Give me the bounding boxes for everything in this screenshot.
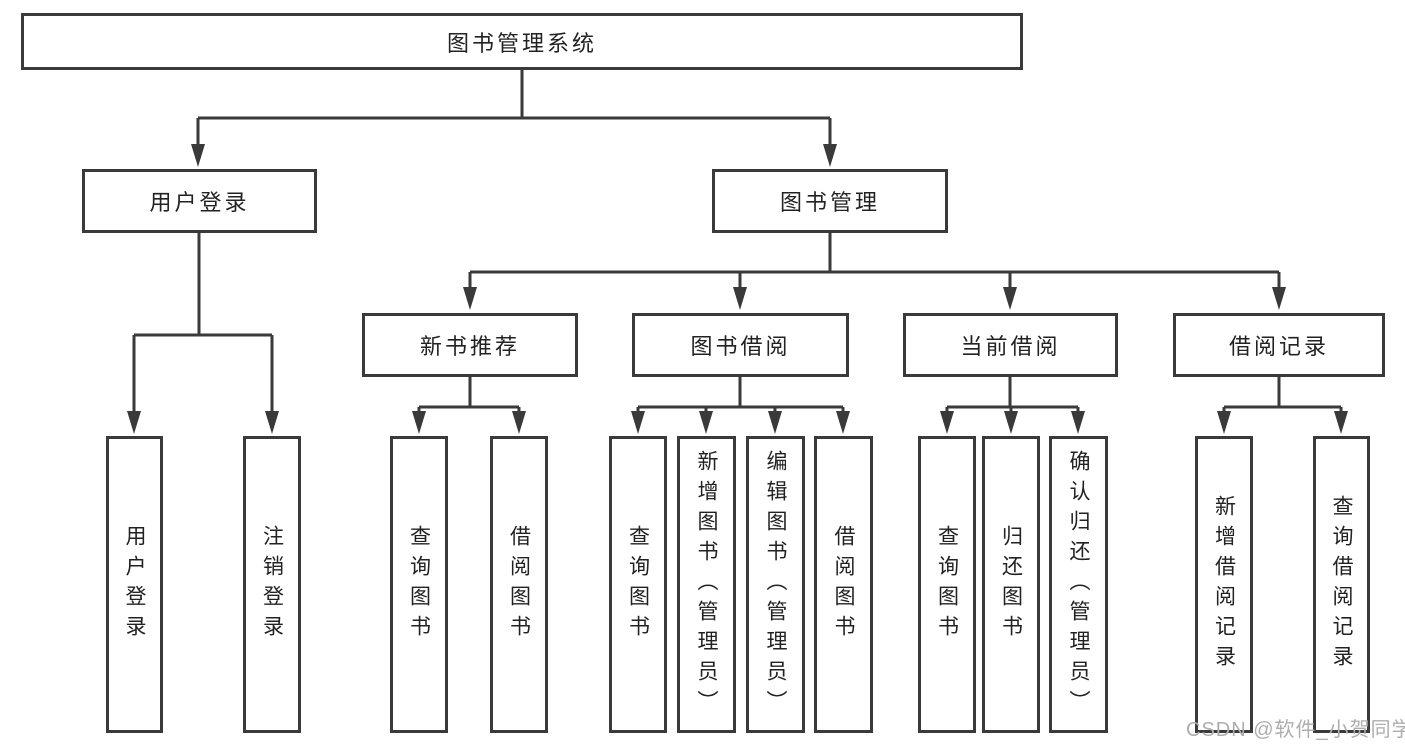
leaf-label: 查询图书 — [407, 524, 431, 645]
node-leaf-logout: 注销登录 — [243, 436, 301, 733]
node-leaf-borrow-books-2: 借阅图书 — [814, 436, 873, 733]
node-book-management: 图书管理 — [712, 169, 948, 233]
node-leaf-query-books-2: 查询图书 — [609, 436, 667, 733]
leaf-label: 确认归还（管理员） — [1067, 449, 1090, 720]
node-book-borrowing: 图书借阅 — [632, 313, 849, 377]
node-leaf-add-borrow-record: 新增借阅记录 — [1195, 436, 1253, 733]
leaf-label: 用户登录 — [123, 524, 146, 645]
leaf-label: 注销登录 — [260, 524, 284, 645]
leaf-label: 新增图书（管理员） — [695, 449, 718, 720]
node-leaf-query-books-3: 查询图书 — [918, 436, 976, 733]
watermark-text: CSDN @软件_小贺同学 — [1186, 719, 1405, 741]
leaf-label: 借阅图书 — [832, 524, 855, 645]
node-leaf-user-login: 用户登录 — [106, 436, 163, 733]
leaf-label: 查询图书 — [935, 524, 959, 645]
node-new-book-recommend: 新书推荐 — [362, 313, 578, 377]
leaf-label: 归还图书 — [999, 524, 1023, 645]
node-borrowing-records: 借阅记录 — [1173, 313, 1385, 377]
node-leaf-add-book-admin: 新增图书（管理员） — [677, 436, 736, 733]
node-library-management-system: 图书管理系统 — [21, 13, 1023, 70]
node-leaf-borrow-books-1: 借阅图书 — [490, 436, 548, 733]
leaf-label: 查询图书 — [626, 524, 650, 645]
leaf-label: 新增借阅记录 — [1212, 494, 1236, 675]
leaf-label: 借阅图书 — [507, 524, 531, 645]
leaf-label: 查询借阅记录 — [1330, 494, 1353, 675]
node-leaf-return-book: 归还图书 — [982, 436, 1040, 733]
node-user-login: 用户登录 — [82, 169, 317, 233]
node-leaf-confirm-return-admin: 确认归还（管理员） — [1049, 436, 1108, 733]
leaf-label: 编辑图书（管理员） — [764, 449, 787, 720]
node-leaf-query-books-1: 查询图书 — [390, 436, 448, 733]
node-leaf-edit-book-admin: 编辑图书（管理员） — [746, 436, 805, 733]
node-leaf-query-borrow-record: 查询借阅记录 — [1313, 436, 1370, 733]
node-current-borrowing: 当前借阅 — [903, 313, 1118, 377]
